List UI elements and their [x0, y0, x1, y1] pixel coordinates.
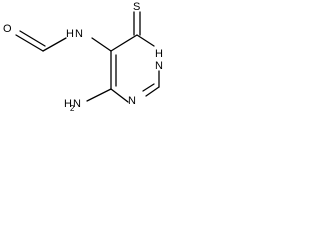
atom-sulfur: S [133, 1, 140, 13]
bonds [15, 11, 160, 103]
bond-c2-n3-1 [145, 86, 160, 97]
bond-n3-c4 [110, 88, 129, 103]
atom-ring-n3-nitrogen: N [128, 95, 136, 107]
atom-amino-subscript: 2 [70, 104, 75, 113]
atom-amino-nitrogen: N [73, 98, 81, 110]
atom-amino-hydrogen: H [64, 98, 72, 110]
bond-c5-c6 [110, 34, 138, 52]
atom-amide-nitrogen: N [75, 28, 83, 40]
atom-labels: O N H S H N N H N 2 [3, 1, 163, 113]
atom-oxygen: O [3, 23, 12, 35]
chemical-structure: O N H S H N N H N 2 [3, 1, 163, 113]
bond-n-c5 [91, 37, 112, 52]
atom-ring-n1-nitrogen: N [155, 60, 163, 72]
bond-formyl-c-o-1 [15, 34, 44, 52]
atom-amide-hydrogen: H [66, 28, 74, 40]
bond-c2-n3-2 [142, 83, 155, 92]
bond-formyl-c-n [42, 37, 67, 52]
bond-c6-n1 [136, 34, 155, 47]
atom-ring-n1-hydrogen: H [155, 48, 163, 60]
bond-formyl-c-o-2 [19, 30, 46, 47]
bond-c4-nh2 [86, 88, 112, 102]
